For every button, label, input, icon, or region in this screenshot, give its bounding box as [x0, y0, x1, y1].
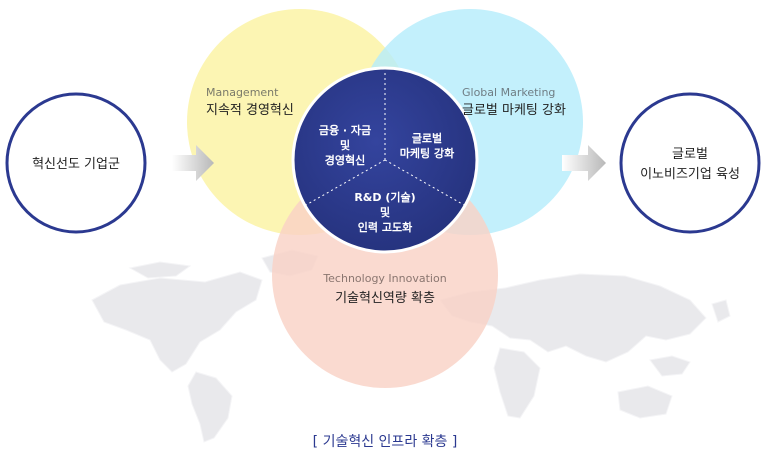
core-bottom-line3: 인력 고도화 — [358, 220, 412, 234]
right-node-circle — [619, 92, 761, 234]
core-divider-right — [384, 159, 465, 206]
core-bottom-line2: 및 — [380, 205, 390, 219]
core-right-line1: 글로벌 — [412, 131, 442, 145]
global-title-en: Global Marketing — [462, 86, 555, 99]
left-node-label: 혁신선도 기업군 — [32, 157, 120, 172]
core-right-line2: 마케팅 강화 — [400, 146, 454, 160]
management-title-en: Management — [206, 86, 279, 99]
right-arrow-icon — [562, 145, 606, 181]
technology-title-en: Technology Innovation — [322, 272, 446, 285]
footer-caption: [ 기술혁신 인프라 확층 ] — [313, 434, 458, 450]
core-bottom-line1: R&D (기술) — [354, 190, 415, 204]
left-arrow-icon — [172, 145, 214, 181]
management-title-ko: 지속적 경영혁신 — [206, 103, 294, 118]
technology-title-ko: 기술혁신역량 확층 — [335, 291, 435, 306]
core-divider-left — [305, 159, 386, 206]
core-circle-group: 금융 · 자금 및 경영혁신 글로벌 마케팅 강화 R&D (기술) 및 인력 … — [291, 66, 479, 254]
core-left-line1: 금융 · 자금 — [319, 123, 371, 137]
left-node-circle — [5, 92, 147, 234]
core-left-line3: 경영혁신 — [325, 153, 365, 167]
right-node-line2: 이노비즈기업 육성 — [640, 167, 740, 182]
core-left-line2: 및 — [340, 138, 350, 152]
global-title-ko: 글로벌 마케팅 강화 — [462, 103, 566, 118]
world-map-background — [91, 249, 731, 443]
right-node-line1: 글로벌 — [672, 147, 708, 162]
